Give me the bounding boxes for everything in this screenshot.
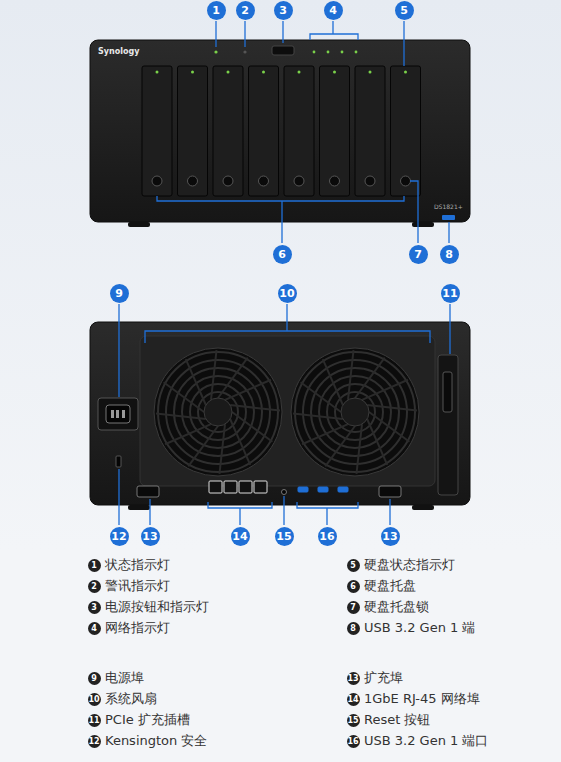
part-name: USB 3.2 Gen 1 端口	[364, 733, 488, 749]
callout-number: 16	[318, 527, 337, 546]
legend-number: 5	[347, 559, 360, 572]
part-name: 硬盘状态指示灯	[364, 557, 455, 573]
callout-number: 13	[141, 527, 160, 546]
part-name: Kensington 安全	[105, 733, 207, 749]
callout-number: 4	[324, 1, 343, 20]
part-name: USB 3.2 Gen 1 端	[364, 620, 475, 636]
model-name: DS1821+	[434, 203, 463, 211]
leader-lines	[119, 21, 450, 525]
port	[254, 481, 267, 493]
legend-number: 8	[347, 622, 360, 635]
fan	[154, 348, 282, 476]
callout-number: 9	[110, 284, 129, 303]
part-name: 警讯指示灯	[105, 578, 170, 594]
legend-number: 6	[347, 580, 360, 593]
part-name: 硬盘托盘锁	[364, 599, 429, 615]
brand-logo: Synology	[98, 47, 139, 57]
legend-number: 14	[347, 693, 360, 706]
legend-number: 13	[347, 672, 360, 685]
port	[239, 481, 252, 493]
legend-number: 15	[347, 714, 360, 727]
legend-number: 3	[88, 601, 101, 614]
callout-number: 13	[381, 527, 400, 546]
legend-number: 16	[347, 735, 360, 748]
legend-number: 10	[88, 693, 101, 706]
part-name: PCIe 扩充插槽	[105, 712, 190, 728]
port	[318, 487, 328, 492]
legend-number: 12	[88, 735, 101, 748]
drive-tray	[320, 66, 350, 196]
port	[298, 487, 308, 492]
legend-number: 2	[88, 580, 101, 593]
callout-number: 8	[440, 245, 459, 264]
port	[209, 481, 222, 493]
callout-number: 1	[207, 1, 226, 20]
drive-tray	[142, 66, 172, 196]
port	[338, 487, 348, 492]
drive-tray	[391, 66, 421, 196]
drive-tray	[213, 66, 243, 196]
callout-number: 14	[231, 527, 250, 546]
legend-number: 11	[88, 714, 101, 727]
legend-number: 1	[88, 559, 101, 572]
callout-number: 2	[236, 1, 255, 20]
legend-number: 7	[347, 601, 360, 614]
part-name: 1GbE RJ-45 网络埠	[364, 691, 480, 707]
callout-number: 5	[395, 1, 414, 20]
part-name: 硬盘托盘	[364, 578, 416, 594]
callout-number: 3	[274, 1, 293, 20]
callout-number: 15	[275, 527, 294, 546]
part-name: 状态指示灯	[105, 557, 170, 573]
part-name: 电源按钮和指示灯	[105, 599, 209, 615]
port	[224, 481, 237, 493]
callout-number: 11	[441, 284, 460, 303]
callout-number: 7	[409, 245, 428, 264]
legend-number: 9	[88, 672, 101, 685]
callout-number: 6	[273, 245, 292, 264]
fan	[291, 348, 419, 476]
back-view	[90, 322, 470, 510]
callout-number: 12	[110, 527, 129, 546]
drive-tray	[355, 66, 385, 196]
drive-tray	[178, 66, 208, 196]
backdrop	[0, 0, 561, 550]
legend-number: 4	[88, 622, 101, 635]
front-view	[90, 40, 470, 227]
part-name: 系统风扇	[105, 691, 157, 707]
part-name: Reset 按钮	[364, 712, 430, 728]
drive-tray	[284, 66, 314, 196]
drive-tray	[249, 66, 279, 196]
callout-number: 10	[278, 284, 297, 303]
part-name: 网络指示灯	[105, 620, 170, 636]
part-name: 电源埠	[105, 670, 144, 686]
part-name: 扩充埠	[364, 670, 403, 686]
